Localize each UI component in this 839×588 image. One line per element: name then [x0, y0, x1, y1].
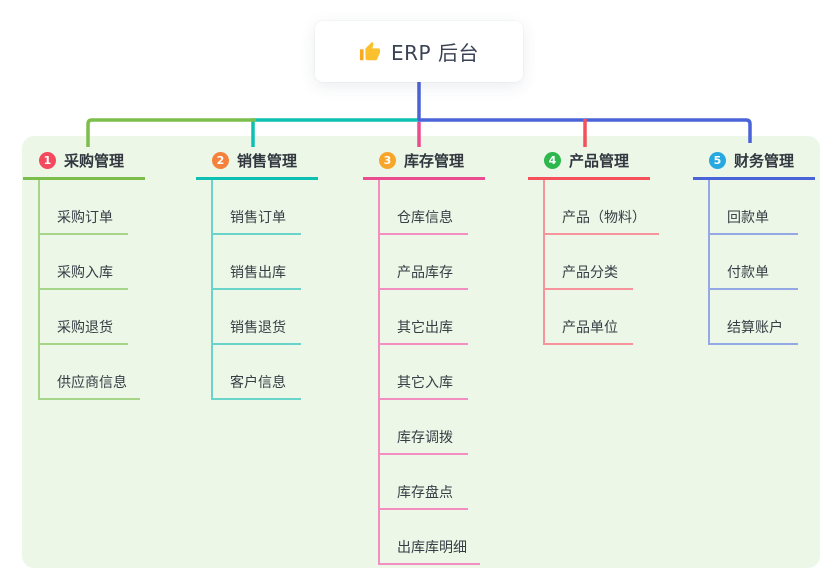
root-node[interactable]: ERP 后台 [315, 21, 523, 82]
child-node[interactable]: 库存盘点 [378, 455, 468, 510]
branch-label: 采购管理 [64, 152, 125, 170]
branch-children: 销售订单销售出库销售退货客户信息 [211, 180, 318, 400]
child-node[interactable]: 采购入库 [38, 235, 128, 290]
child-node[interactable]: 结算账户 [708, 290, 798, 345]
child-node[interactable]: 仓库信息 [378, 180, 468, 235]
child-node[interactable]: 产品单位 [543, 290, 633, 345]
branch-number-badge: 1 [39, 152, 56, 169]
branch-label: 财务管理 [734, 152, 795, 170]
branch-4: 4 产品管理 产品（物料）产品分类产品单位 [528, 150, 659, 345]
child-node[interactable]: 产品分类 [543, 235, 633, 290]
child-node[interactable]: 供应商信息 [38, 345, 140, 400]
child-node[interactable]: 出库库明细 [378, 510, 480, 565]
child-node[interactable]: 其它入库 [378, 345, 468, 400]
branch-2: 2 销售管理 销售订单销售出库销售退货客户信息 [196, 150, 318, 400]
child-node[interactable]: 销售订单 [211, 180, 301, 235]
thumbs-up-icon [359, 41, 381, 63]
branch-number-badge: 5 [709, 152, 726, 169]
child-node[interactable]: 销售退货 [211, 290, 301, 345]
branch-node[interactable]: 4 产品管理 [528, 150, 650, 180]
branch-1: 1 采购管理 采购订单采购入库采购退货供应商信息 [23, 150, 145, 400]
child-node[interactable]: 采购退货 [38, 290, 128, 345]
branch-3: 3 库存管理 仓库信息产品库存其它出库其它入库库存调拨库存盘点出库库明细 [363, 150, 485, 565]
child-node[interactable]: 客户信息 [211, 345, 301, 400]
root-node-label: ERP 后台 [391, 41, 479, 65]
branch-label: 库存管理 [404, 152, 465, 170]
child-node[interactable]: 库存调拨 [378, 400, 468, 455]
branch-node[interactable]: 2 销售管理 [196, 150, 318, 180]
branch-5: 5 财务管理 回款单付款单结算账户 [693, 150, 815, 345]
branch-children: 采购订单采购入库采购退货供应商信息 [38, 180, 145, 400]
child-node[interactable]: 销售出库 [211, 235, 301, 290]
child-node[interactable]: 产品库存 [378, 235, 468, 290]
branch-node[interactable]: 3 库存管理 [363, 150, 485, 180]
child-node[interactable]: 付款单 [708, 235, 798, 290]
branch-node[interactable]: 1 采购管理 [23, 150, 145, 180]
branch-label: 产品管理 [569, 152, 630, 170]
child-node[interactable]: 采购订单 [38, 180, 128, 235]
branch-node[interactable]: 5 财务管理 [693, 150, 815, 180]
mindmap-panel: 1 采购管理 采购订单采购入库采购退货供应商信息 2 销售管理 销售订单销售出库… [22, 136, 820, 568]
branch-children: 回款单付款单结算账户 [708, 180, 815, 345]
branch-label: 销售管理 [237, 152, 298, 170]
child-node[interactable]: 产品（物料） [543, 180, 659, 235]
child-node[interactable]: 其它出库 [378, 290, 468, 345]
branch-number-badge: 3 [379, 152, 396, 169]
branch-children: 仓库信息产品库存其它出库其它入库库存调拨库存盘点出库库明细 [378, 180, 485, 565]
branch-number-badge: 4 [544, 152, 561, 169]
child-node[interactable]: 回款单 [708, 180, 798, 235]
branch-number-badge: 2 [212, 152, 229, 169]
branch-children: 产品（物料）产品分类产品单位 [543, 180, 659, 345]
